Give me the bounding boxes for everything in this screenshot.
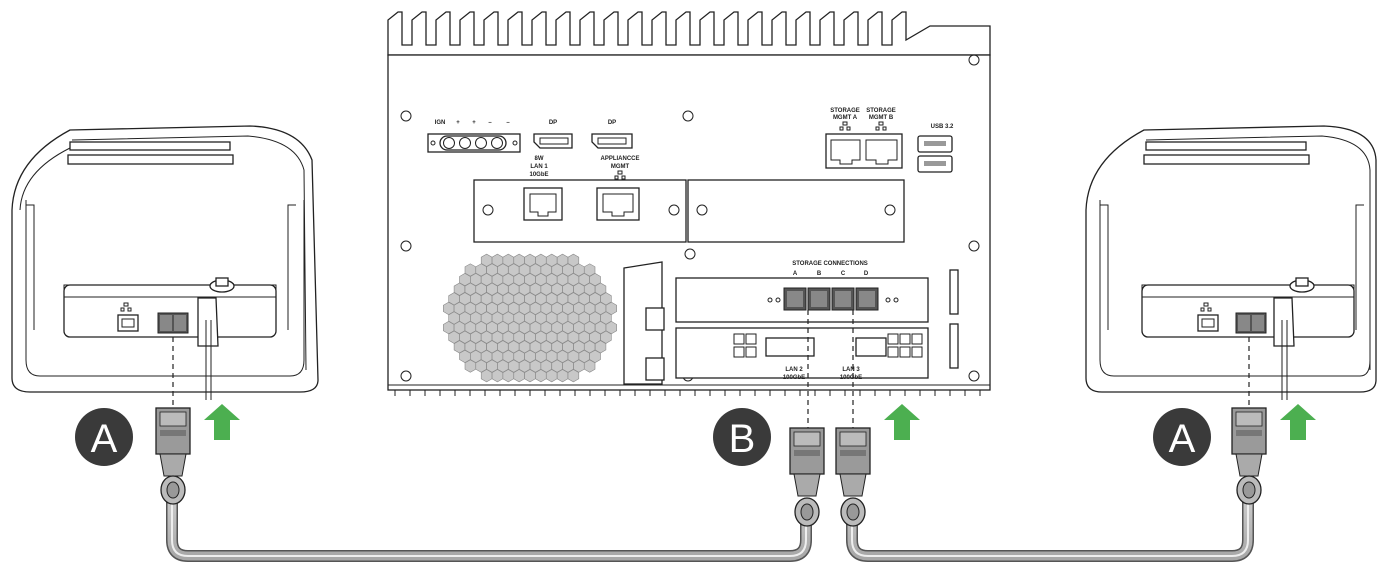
usb-port-2[interactable] <box>917 155 953 173</box>
lan3-qsfp-port[interactable] <box>855 333 923 358</box>
dp2-label: DP <box>608 120 616 126</box>
fan-vent-hole <box>545 369 558 383</box>
fan-vent-hole <box>556 369 569 383</box>
smgmt-a-label-line1: STORAGE <box>830 108 860 114</box>
ign-pin-1: + <box>456 120 460 126</box>
storage-port-right[interactable] <box>1235 312 1267 334</box>
fan-vent-hole <box>567 369 580 383</box>
fan-vent-hole <box>605 321 618 335</box>
ign-pin-2: + <box>472 120 476 126</box>
fan-vent-hole <box>535 369 547 383</box>
callout-b-center: B <box>713 408 771 466</box>
fan-vent-hole <box>491 369 504 383</box>
fan-vent-hole <box>567 253 580 267</box>
storage-connections-label: STORAGE CONNECTIONS <box>792 261 868 267</box>
fan-vent-hole <box>600 330 612 344</box>
right-storage-device <box>1085 125 1377 410</box>
ign-terminal[interactable] <box>427 133 521 153</box>
storage-port-d-label: D <box>864 271 869 277</box>
mgmt-label-line1: APPLIANCCE <box>600 156 639 162</box>
cable-left <box>166 484 812 562</box>
callout-b-center-letter: B <box>729 417 756 461</box>
storage-port-b-label: B <box>817 271 822 277</box>
storage-port-c-label: C <box>841 271 846 277</box>
fan-vent-hole <box>524 369 536 383</box>
storage-port-b[interactable] <box>807 287 831 311</box>
heatsink-fins <box>387 11 991 56</box>
storage-mgmt-b-port[interactable] <box>865 139 898 165</box>
fan-vent-hole <box>464 359 477 373</box>
callout-a-left-letter: A <box>91 417 118 461</box>
fan-vent-hole <box>502 369 515 383</box>
lan3-label-line1: LAN 3 <box>842 367 860 373</box>
appliance: IGN + + – – DP DP 8W LAN 1 <box>387 11 991 432</box>
mgmt-port[interactable] <box>596 187 640 221</box>
network-icon <box>839 121 887 131</box>
green-up-arrow-icon <box>884 404 920 440</box>
callout-a-left: A <box>75 408 133 466</box>
connector-left-a[interactable] <box>155 407 191 505</box>
fan-vent-hole <box>589 349 601 363</box>
fan-vent-hole <box>583 263 596 277</box>
fan-vent-hole <box>605 301 618 315</box>
cable-right <box>846 484 1254 562</box>
smgmt-b-label-line1: STORAGE <box>866 108 896 114</box>
lan1-label-line1: 8W <box>535 156 544 162</box>
fan-vent-hole <box>589 273 601 287</box>
usb-label: USB 3.2 <box>931 124 954 130</box>
left-storage-device <box>11 125 319 410</box>
dp1-label: DP <box>549 120 557 126</box>
lan1-label-line2: LAN 1 <box>530 164 548 170</box>
fan-vent-hole <box>480 369 493 383</box>
green-up-arrow-icon <box>204 404 240 440</box>
network-icon <box>120 302 132 312</box>
connector-right-a[interactable] <box>1231 407 1267 505</box>
storage-mgmt-a-port[interactable] <box>830 139 861 165</box>
storage-port-d[interactable] <box>855 287 879 311</box>
lan2-label-line2: 100GbE <box>783 375 805 381</box>
lan2-qsfp-port[interactable] <box>733 333 815 358</box>
mgmt-label-line2: MGMT <box>611 164 630 170</box>
ign-pin-3: – <box>488 120 492 126</box>
storage-port-a[interactable] <box>783 287 807 311</box>
storage-port-a-label: A <box>793 271 798 277</box>
ethernet-port-icon <box>117 314 139 332</box>
network-icon <box>614 170 626 180</box>
usb-port-1[interactable] <box>917 135 953 153</box>
fan-vent-hole <box>513 369 525 383</box>
ign-pin-4: – <box>506 120 510 126</box>
storage-port-c[interactable] <box>831 287 855 311</box>
smgmt-b-label-line2: MGMT B <box>869 115 894 121</box>
callout-a-right-letter: A <box>1169 417 1196 461</box>
storage-port-left[interactable] <box>157 312 189 334</box>
green-up-arrow-icon <box>1280 404 1316 440</box>
connector-center-b1[interactable] <box>789 427 825 527</box>
connector-center-b2[interactable] <box>835 427 871 527</box>
lan3-label-line2: 100GbE <box>840 375 862 381</box>
ign-label: IGN <box>435 120 446 126</box>
network-icon <box>1200 302 1212 312</box>
smgmt-a-label-line2: MGMT A <box>833 115 858 121</box>
dp-port-2[interactable] <box>591 133 633 149</box>
lan1-port[interactable] <box>523 187 563 221</box>
dp-port-1[interactable] <box>533 133 573 149</box>
lan1-label-line3: 10GbE <box>529 172 548 178</box>
fan-grille <box>442 253 618 383</box>
ethernet-port-icon <box>1197 314 1219 332</box>
callout-a-right: A <box>1153 408 1211 466</box>
fan-vent-hole <box>583 359 596 373</box>
lan2-label-line1: LAN 2 <box>785 367 803 373</box>
